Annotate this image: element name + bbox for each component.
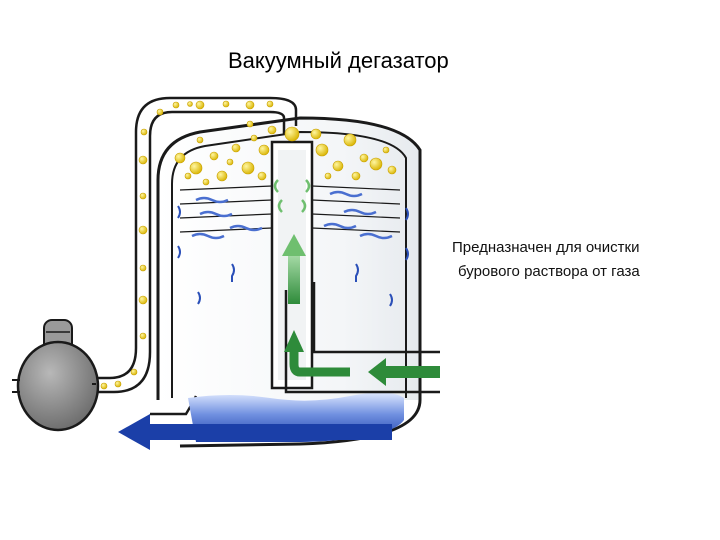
gas-bubbles — [100, 100, 397, 390]
pump — [12, 319, 100, 432]
caption-line-1: Предназначен для очистки — [452, 239, 640, 256]
slide-title: Вакуумный дегазатор — [228, 48, 449, 73]
caption-line-2: бурового раствора от газа — [458, 263, 640, 280]
vacuum-pipe — [90, 96, 298, 394]
baffles-right — [311, 185, 401, 233]
vapor-hooks — [273, 179, 311, 213]
drips — [177, 205, 409, 307]
liquid-film — [191, 190, 393, 240]
outlet-arrow — [118, 414, 392, 450]
flow-arrows — [282, 234, 440, 386]
inlet-pipe — [284, 282, 440, 394]
caption: Предназначен для очистки бурового раство… — [452, 236, 640, 284]
